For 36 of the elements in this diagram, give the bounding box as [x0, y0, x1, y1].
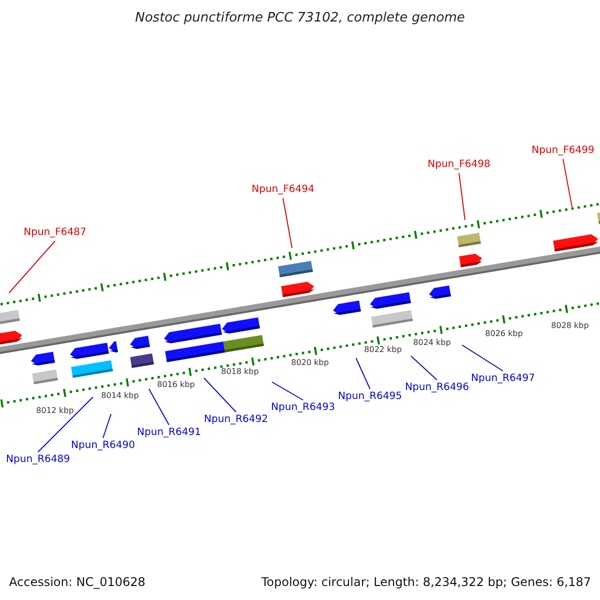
gene-label: Npun_R6492 [204, 415, 268, 425]
title: Nostoc punctiforme PCC 73102, complete genome [135, 12, 465, 24]
leader-line [38, 396, 94, 452]
scale-label: 8016 kbp [157, 381, 195, 389]
leader-line [148, 388, 170, 426]
scale-label: 8024 kbp [413, 339, 451, 347]
gene-label: Npun_F6499 [532, 146, 594, 156]
leader-line [458, 172, 466, 220]
gene-label: Npun_R6495 [338, 392, 402, 402]
leader-line [462, 344, 504, 372]
gene-label: Npun_R6489 [6, 455, 70, 465]
scale-label: 8018 kbp [221, 368, 259, 376]
scale-label: 8020 kbp [291, 359, 329, 367]
accession-text: Accession: NC_010628 [9, 576, 146, 588]
gene-label: Npun_R6493 [271, 403, 335, 413]
gene-label: Npun_R6496 [405, 383, 469, 393]
scale-label: 8026 kbp [485, 330, 523, 338]
scale-label: 8022 kbp [364, 346, 402, 354]
leader-line [204, 378, 236, 412]
gene-label: Npun_F6498 [428, 160, 490, 170]
scale-label: 8014 kbp [101, 392, 139, 400]
gene-label: Npun_F6487 [24, 228, 86, 238]
leader-line [282, 198, 292, 248]
leader-line [272, 382, 304, 400]
leader-line [410, 356, 438, 380]
gene-label: Npun_F6494 [252, 185, 314, 195]
scale-label: 8028 kbp [551, 322, 589, 330]
leader-line [356, 358, 370, 390]
gene-label: Npun_R6497 [471, 374, 535, 384]
leader-line [562, 158, 572, 208]
leader-line [8, 240, 56, 294]
genome-info-text: Topology: circular; Length: 8,234,322 bp; Genes: 6,187 [261, 576, 591, 588]
gene-label: Npun_R6491 [137, 428, 201, 438]
gene-label: Npun_R6490 [71, 441, 135, 451]
scale-label: 8012 kbp [36, 407, 74, 415]
leader-line [102, 414, 112, 438]
